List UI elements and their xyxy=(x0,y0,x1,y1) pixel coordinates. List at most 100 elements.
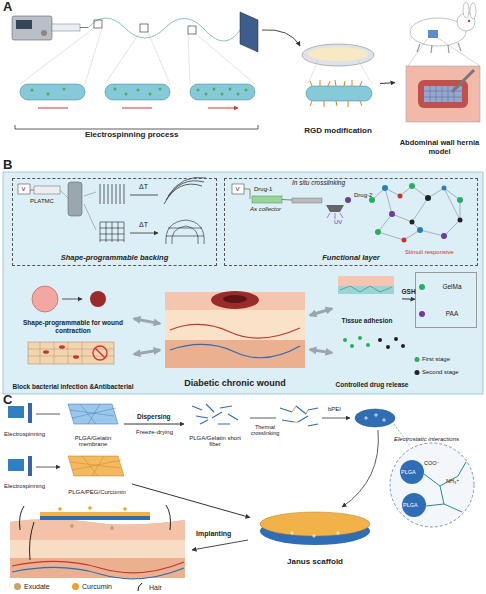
functional-layer-fabrication xyxy=(232,183,463,243)
node-text: Block bacterial infection &Antibacterial xyxy=(12,383,133,390)
petri-dish xyxy=(310,80,362,107)
backing-fabrication xyxy=(84,192,96,230)
implanted-wound xyxy=(20,505,171,560)
contraction-icon xyxy=(62,299,82,300)
petri-dish xyxy=(308,60,372,84)
legend-swatch xyxy=(14,583,21,590)
feature-box: Tissue adhesion xyxy=(332,272,402,324)
crosslinked-fiber xyxy=(280,406,318,426)
functional-layer-fabrication xyxy=(417,227,423,233)
implanted-wound xyxy=(12,567,184,578)
chemical-group: NH₃⁺ xyxy=(446,478,459,484)
fiber-cylinder xyxy=(229,88,232,91)
node-text: Tissue adhesion xyxy=(342,317,393,324)
adhesion-icon xyxy=(340,286,392,292)
fiber-cylinder xyxy=(137,89,140,92)
bpei-scaffold xyxy=(355,409,395,427)
legend-line-sample xyxy=(138,583,142,591)
node-text: GelMa xyxy=(442,283,461,290)
dashed-group-box: Shape-programmable backing xyxy=(12,178,217,266)
janus-scaffold xyxy=(290,531,340,538)
node-text: Functional layer xyxy=(322,254,380,262)
molecule-key-box: GelMaPAA xyxy=(415,272,477,328)
drug-release-icon xyxy=(378,338,382,342)
fiber-cylinder xyxy=(190,84,255,100)
molecule-key xyxy=(419,284,425,317)
rabbit-model xyxy=(468,20,470,22)
backing-fabrication xyxy=(100,222,124,242)
node-text: PLGA/Gelatin membrane xyxy=(62,435,124,448)
electrospinning-setup xyxy=(88,18,240,41)
backing-fabrication xyxy=(18,177,206,244)
electrospinning-device xyxy=(8,459,24,471)
voltage-symbol: V xyxy=(236,186,240,193)
functional-layer-fabrication xyxy=(375,229,381,235)
connector xyxy=(134,350,160,354)
electrospinning-setup xyxy=(140,24,148,32)
gelatin-membrane xyxy=(68,404,118,424)
feature-box: Shape-programmable for wound contraction xyxy=(12,280,134,334)
connector xyxy=(124,424,184,425)
bpei-scaffold xyxy=(394,424,410,446)
electrospinning-device xyxy=(28,403,32,423)
drug-release-icon xyxy=(366,343,370,347)
petri-dish xyxy=(308,47,368,61)
antibacterial-icon xyxy=(28,342,114,364)
fiber-cylinder xyxy=(205,93,208,96)
bpei-scaffold xyxy=(342,430,378,507)
molecule-key xyxy=(419,311,425,317)
functional-layer-fabrication xyxy=(425,195,431,201)
connector xyxy=(134,319,160,324)
functional-layer-fabrication xyxy=(252,196,282,203)
functional-layer-fabrication xyxy=(232,184,244,194)
backing-fabrication xyxy=(60,190,68,198)
electrospinning-device xyxy=(28,456,32,476)
material-label: PLATMC xyxy=(30,198,54,205)
electrospinning-setup xyxy=(94,20,102,28)
fiber-cylinder xyxy=(197,89,200,92)
connector xyxy=(402,298,415,299)
functional-layer-fabrication xyxy=(457,197,463,203)
electrospinning-setup xyxy=(41,30,47,36)
functional-layer-fabrication xyxy=(327,213,343,219)
flow-arrow xyxy=(250,418,350,419)
functional-layer-fabrication xyxy=(326,205,344,212)
electrospinning-setup xyxy=(12,12,258,84)
wound-skin xyxy=(211,291,259,309)
fiber-cylinder xyxy=(20,84,85,100)
panel-letter: A xyxy=(3,0,12,14)
janus-scaffold xyxy=(260,512,370,536)
fiber-cylinder xyxy=(149,93,152,96)
legend-swatch xyxy=(72,583,79,590)
fiber-cylinder xyxy=(159,88,162,91)
electrospinning-setup xyxy=(80,27,88,28)
process-bracket xyxy=(15,125,258,129)
wound-skin xyxy=(223,295,247,303)
antibacterial-icon xyxy=(73,355,79,359)
stimulus-label: ΔT xyxy=(139,221,148,229)
implanted-wound xyxy=(40,512,150,516)
uv-label: UV xyxy=(334,219,342,226)
voltage-symbol: V xyxy=(22,186,26,193)
backing-fabrication xyxy=(18,184,30,194)
crosslinked-fiber xyxy=(280,406,318,426)
interaction-label: Electrostatic interactions xyxy=(394,436,459,443)
curcumin-membrane xyxy=(68,456,124,476)
implanted-wound xyxy=(70,524,114,531)
implanted-wound xyxy=(123,507,127,511)
electrostatic-detail xyxy=(390,443,474,527)
material-box: PLGA/Gelatin short fiber xyxy=(184,400,246,448)
node-text: Shape-programmable for wound contraction xyxy=(12,319,134,334)
contraction-icon xyxy=(32,286,106,312)
gelatin-membrane xyxy=(70,404,116,424)
implanted-wound xyxy=(58,507,62,511)
property-label: Stimuli responsive xyxy=(405,249,454,256)
chemical-group: COO⁻ xyxy=(424,460,439,466)
electrospinning-device xyxy=(8,406,24,418)
drug-release-icon xyxy=(394,337,398,341)
polymer-label: PLGA xyxy=(403,502,418,508)
backing-fabrication xyxy=(164,177,206,204)
fiber-cylinder xyxy=(63,88,66,91)
functional-layer-fabrication xyxy=(402,238,407,243)
